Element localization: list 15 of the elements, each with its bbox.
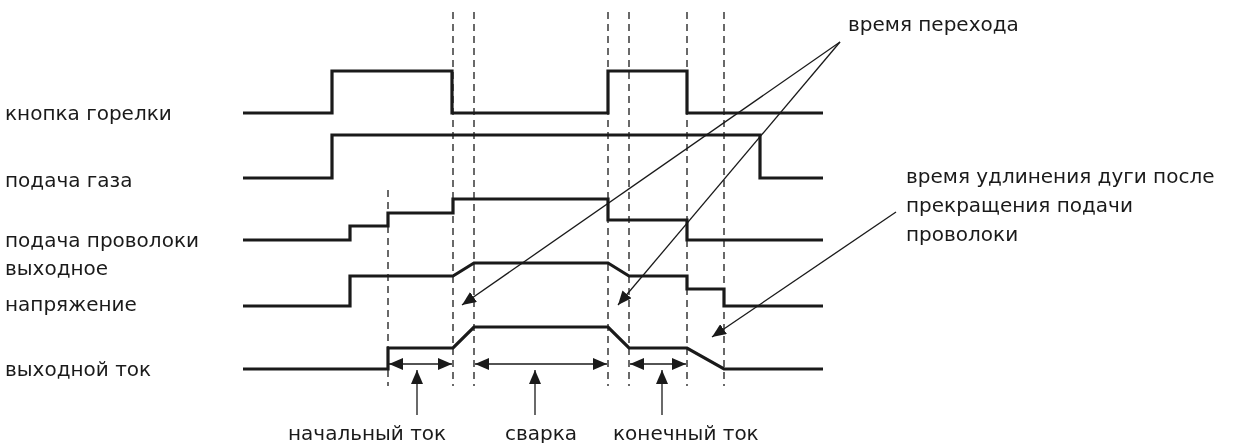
signal-name: выходное напряжение <box>5 255 135 318</box>
leader-arrow <box>461 41 841 306</box>
leader-arrow <box>711 211 897 338</box>
signal-name: подача проволоки <box>5 228 199 252</box>
annotation-text: время перехода <box>848 12 1019 36</box>
signal-name: подача газа <box>5 168 133 192</box>
signal-name: выходной ток <box>5 357 152 381</box>
signal-name: кнопка горелки <box>5 101 172 125</box>
leader-arrow <box>411 369 423 416</box>
leader-arrow <box>656 369 668 416</box>
leader-arrow <box>529 369 541 416</box>
annotation-text: время удлинения дуги после прекращения подачи проволоки <box>906 162 1246 249</box>
leader-arrow <box>617 41 841 306</box>
annotation-text: конечный ток <box>613 421 759 443</box>
annotation-text: начальный ток <box>288 421 447 443</box>
